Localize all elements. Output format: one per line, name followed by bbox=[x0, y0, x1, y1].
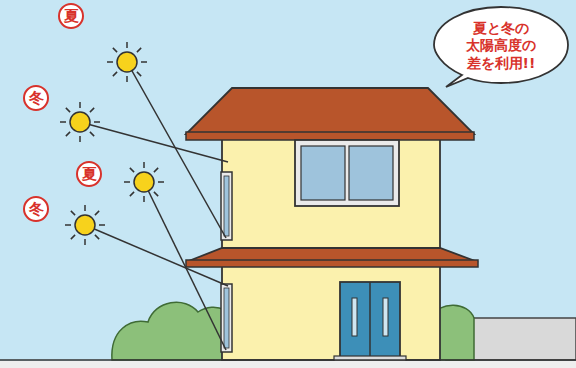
sun-ray bbox=[90, 132, 94, 136]
door-split bbox=[369, 282, 371, 358]
door-handle bbox=[383, 298, 388, 336]
sun bbox=[70, 112, 90, 132]
speech-bubble: 夏と冬の 太陽高度の 差を利用!! bbox=[432, 5, 570, 87]
sun-ray bbox=[71, 211, 75, 215]
season-text: 冬 bbox=[29, 91, 44, 106]
ground bbox=[0, 361, 576, 368]
season-label: 夏 bbox=[58, 3, 84, 29]
door-handle bbox=[352, 298, 357, 336]
sun-ray bbox=[79, 136, 81, 142]
sun-ray bbox=[124, 181, 130, 183]
sun-ray bbox=[137, 72, 141, 76]
sun-ray bbox=[158, 181, 164, 183]
sun-ray bbox=[143, 196, 145, 202]
sun-ray bbox=[143, 162, 145, 168]
sun-ray-line bbox=[85, 225, 228, 286]
sun-ray bbox=[60, 121, 66, 123]
sun-ray bbox=[126, 76, 128, 82]
season-label: 冬 bbox=[23, 85, 49, 111]
sun-ray bbox=[99, 224, 105, 226]
sun-ray bbox=[90, 108, 94, 112]
sun-ray bbox=[126, 42, 128, 48]
sun-ray bbox=[113, 72, 117, 76]
season-text: 夏 bbox=[64, 9, 79, 24]
sun-ray bbox=[95, 211, 99, 215]
roof-eave bbox=[186, 132, 474, 140]
season-text: 夏 bbox=[82, 167, 97, 182]
season-text: 冬 bbox=[29, 202, 44, 217]
sun-ray bbox=[130, 192, 134, 196]
season-label: 夏 bbox=[76, 161, 102, 187]
eave bbox=[186, 260, 478, 267]
sun-ray bbox=[141, 61, 147, 63]
sun bbox=[134, 172, 154, 192]
slit-window-pane bbox=[224, 176, 229, 236]
sun-ray bbox=[154, 168, 158, 172]
sun-ray-line bbox=[80, 122, 228, 162]
slit-window-pane bbox=[224, 288, 229, 348]
sun-ray bbox=[84, 239, 86, 245]
bubble-text: 夏と冬の 太陽高度の 差を利用!! bbox=[458, 20, 545, 73]
sun-ray bbox=[65, 224, 71, 226]
sun-ray bbox=[66, 132, 70, 136]
sun-ray-line bbox=[144, 182, 226, 350]
sun-ray bbox=[66, 108, 70, 112]
sun-ray bbox=[113, 48, 117, 52]
season-label: 冬 bbox=[23, 196, 49, 222]
window-pane bbox=[349, 146, 393, 200]
door bbox=[340, 282, 400, 358]
suns bbox=[60, 42, 164, 245]
slit-window bbox=[221, 172, 232, 240]
ground-line bbox=[0, 359, 576, 361]
lower-story bbox=[222, 262, 440, 360]
sun-ray bbox=[94, 121, 100, 123]
sun-ray-line bbox=[127, 62, 226, 238]
bush bbox=[112, 302, 237, 360]
sun-ray bbox=[137, 48, 141, 52]
roof bbox=[186, 88, 474, 134]
window-pane bbox=[301, 146, 345, 200]
sun-ray bbox=[71, 235, 75, 239]
sun-ray bbox=[84, 205, 86, 211]
sun-ray bbox=[95, 235, 99, 239]
upper-story bbox=[222, 134, 440, 250]
sun-ray bbox=[79, 102, 81, 108]
sun bbox=[75, 215, 95, 235]
window bbox=[295, 140, 399, 206]
sun-ray bbox=[130, 168, 134, 172]
sun-ray bbox=[154, 192, 158, 196]
sun bbox=[117, 52, 137, 72]
sun-ray bbox=[107, 61, 113, 63]
